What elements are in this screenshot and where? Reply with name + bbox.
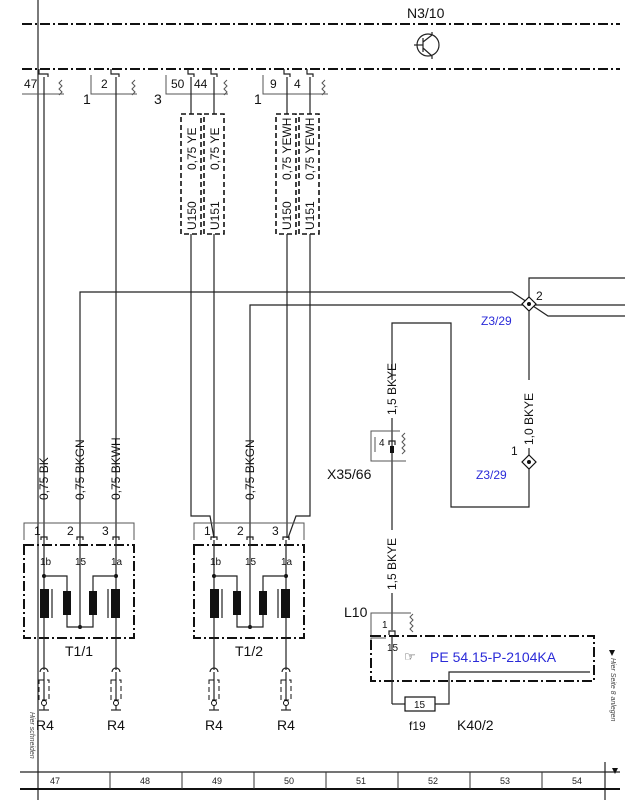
grid-column-label: 54 <box>572 776 582 786</box>
shield-u151-a <box>203 113 225 235</box>
fuse-value: 15 <box>414 700 426 711</box>
l10-pin: 1 <box>382 620 388 631</box>
shield-u150-b <box>275 113 297 235</box>
reference-link[interactable]: PE 54.15-P-2104KA <box>430 649 557 665</box>
shield-wire-label: 0,75 YEWH <box>280 118 294 180</box>
n3-10-label: N3/10 <box>407 5 445 21</box>
wire-t1-1-pin1-label: 0,75 BK <box>37 457 51 500</box>
l10-inner-pin: 15 <box>387 643 399 654</box>
grid-column-label: 53 <box>500 776 510 786</box>
shield-code-label: U151 <box>208 201 222 230</box>
wire-t1-1-pin3-label: 0,75 BKWH <box>109 437 123 500</box>
grid-column-label: 52 <box>428 776 438 786</box>
wire-bus-lower <box>249 304 625 540</box>
wire-t1-2-pin2-label: 0,75 BKGN <box>243 439 257 500</box>
svg-text:4: 4 <box>294 77 301 91</box>
splice-bottom-label: Z3/29 <box>476 468 507 482</box>
splice-z3-29-top <box>521 296 537 312</box>
splice-top-pin: 2 <box>536 289 543 303</box>
splice-top-label: Z3/29 <box>481 314 512 328</box>
wire-z3-top-branch <box>528 277 625 304</box>
arrow-marker-icon <box>609 650 615 656</box>
shield-code-label: U150 <box>280 201 294 230</box>
t1-2-inner-pin: 1b <box>210 557 222 568</box>
transformer-t1-2 <box>193 522 305 650</box>
shield-u151-b <box>298 113 320 235</box>
top-connector-47: 47 <box>22 69 64 96</box>
sensor-r4-4 <box>280 667 292 711</box>
svg-text:44: 44 <box>194 77 208 91</box>
transformer-t1-1 <box>23 522 135 650</box>
wire-x35-loop <box>391 322 530 508</box>
transistor-icon <box>414 32 440 59</box>
margin-left-note: Hier schneiden <box>28 712 35 759</box>
sensor-r4-3 <box>208 667 220 711</box>
fuse-label: f19 <box>409 719 426 733</box>
r4-label: R4 <box>107 717 125 733</box>
t1-1-inner-pin: 1b <box>40 557 52 568</box>
svg-text:1: 1 <box>254 91 262 107</box>
margin-right-note: Hier Seite 8 anlegen <box>609 658 616 722</box>
wire-z3-vertical-label: 1,0 BKYE <box>522 393 536 445</box>
shield-wire-label: 0,75 YE <box>208 128 222 170</box>
t1-1-pin-label: 3 <box>102 524 109 538</box>
grid-column-label: 47 <box>50 776 60 786</box>
top-connector-50-44: 50 44 3 <box>154 69 228 107</box>
t1-1-pin-label: 2 <box>67 524 74 538</box>
wire-t1-1-pin2-label: 0,75 BKGN <box>73 439 87 500</box>
top-connector-2: 2 1 <box>83 69 137 107</box>
sensor-r4-2 <box>110 667 122 711</box>
grid-column-label: 51 <box>356 776 366 786</box>
t1-2-inner-pin: 15 <box>245 557 257 568</box>
splice-z3-29-bottom <box>521 454 537 470</box>
svg-text:4: 4 <box>379 438 385 449</box>
svg-text:9: 9 <box>270 77 277 91</box>
shield-u150-a <box>180 113 202 235</box>
t1-1-label: T1/1 <box>65 643 93 659</box>
svg-text:50: 50 <box>171 77 185 91</box>
svg-text:1: 1 <box>83 91 91 107</box>
shield-wire-label: 0,75 YE <box>185 128 199 170</box>
wire-x35-lower-label: 1,5 BKYE <box>385 538 399 590</box>
shield-code-label: U150 <box>185 201 199 230</box>
wire-x35-upper-label: 1,5 BKYE <box>385 363 399 415</box>
wire-u150-a <box>190 234 215 539</box>
k40-2-box <box>370 635 595 682</box>
l10-label: L10 <box>344 604 368 620</box>
x35-66-connector: 4 <box>370 430 406 462</box>
shield-code-label: U151 <box>303 201 317 230</box>
wire-bus-upper <box>79 291 625 540</box>
svg-text:3: 3 <box>154 91 162 107</box>
r4-label: R4 <box>205 717 223 733</box>
t1-2-pin-label: 2 <box>237 524 244 538</box>
top-connector-9-4: 9 4 1 <box>254 69 328 107</box>
t1-1-inner-pin: 1a <box>111 557 123 568</box>
r4-label: R4 <box>277 717 295 733</box>
grid-column-label: 50 <box>284 776 294 786</box>
k40-2-label: K40/2 <box>457 717 494 733</box>
t1-1-inner-pin: 15 <box>75 557 87 568</box>
t1-2-pin-label: 1 <box>204 524 211 538</box>
wire-fuse-right <box>435 671 590 705</box>
grid-column-label: 48 <box>140 776 150 786</box>
x35-66-label: X35/66 <box>327 466 372 482</box>
svg-text:2: 2 <box>101 77 108 91</box>
shield-wire-label: 0,75 YEWH <box>303 118 317 180</box>
arrow-marker-icon <box>612 768 618 774</box>
l10-connector <box>370 612 414 640</box>
grid-columns: 47 48 49 50 51 52 53 54 <box>50 772 582 789</box>
pointing-hand-icon[interactable]: ☞ <box>404 649 416 664</box>
t1-2-label: T1/2 <box>235 643 263 659</box>
sensor-r4-1 <box>38 667 50 711</box>
svg-text:47: 47 <box>24 77 38 91</box>
splice-bottom-pin: 1 <box>511 444 518 458</box>
t1-1-pin-label: 1 <box>34 524 41 538</box>
wire-u151-b <box>287 234 311 539</box>
r4-label: R4 <box>36 717 54 733</box>
t1-2-inner-pin: 1a <box>281 557 293 568</box>
t1-2-pin-label: 3 <box>272 524 279 538</box>
grid-column-label: 49 <box>212 776 222 786</box>
